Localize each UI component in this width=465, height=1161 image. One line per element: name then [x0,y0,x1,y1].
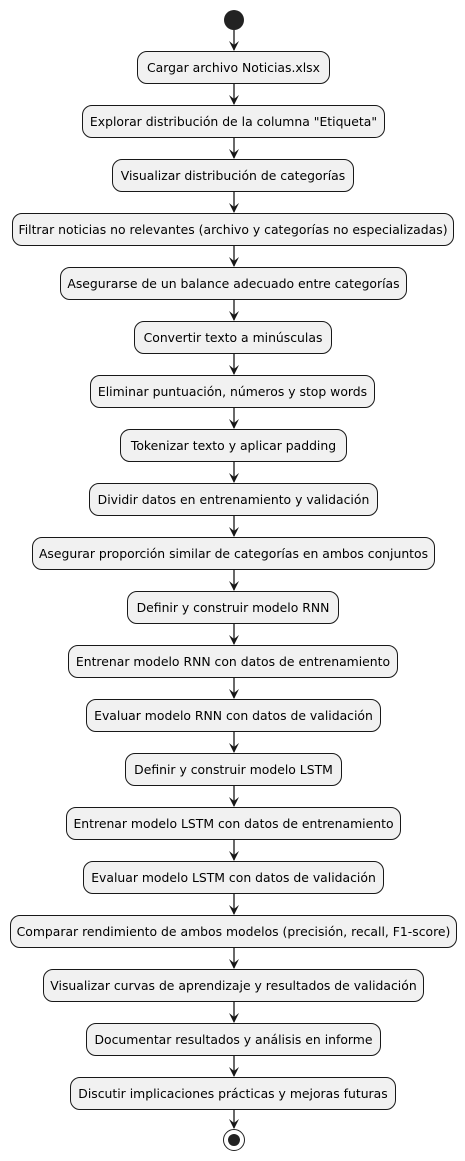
activity-step-14: Definir y construir modelo LSTM [125,753,342,786]
arrowhead-18 [229,1013,239,1023]
activity-step-label: Discutir implicaciones prácticas y mejor… [78,1086,388,1101]
activity-step-label: Convertir texto a minúsculas [143,330,323,345]
activity-step-label: Entrenar modelo LSTM con datos de entren… [73,816,394,831]
activity-step-16: Evaluar modelo LSTM con datos de validac… [83,861,384,894]
activity-step-20: Discutir implicaciones prácticas y mejor… [70,1077,396,1110]
activity-step-11: Definir y construir modelo RNN [127,591,339,624]
stop-node-inner [227,1133,240,1146]
arrowhead-20 [229,1119,239,1129]
activity-step-label: Filtrar noticias no relevantes (archivo … [18,222,448,237]
activity-step-label: Cargar archivo Noticias.xlsx [147,60,320,75]
activity-step-label: Definir y construir modelo LSTM [134,762,333,777]
arrowhead-16 [229,905,239,915]
arrowhead-1 [229,95,239,105]
arrowhead-12 [229,689,239,699]
activity-step-10: Asegurar proporción similar de categoría… [32,537,435,570]
activity-step-label: Definir y construir modelo RNN [136,600,330,615]
activity-step-3: Visualizar distribución de categorías [112,159,354,192]
activity-step-1: Cargar archivo Noticias.xlsx [137,51,330,84]
arrowhead-11 [229,635,239,645]
arrowhead-5 [229,311,239,321]
arrowhead-8 [229,473,239,483]
activity-step-label: Explorar distribución de la columna "Eti… [89,114,378,129]
activity-step-label: Entrenar modelo RNN con datos de entrena… [75,654,391,669]
arrowhead-14 [229,797,239,807]
activity-step-label: Asegurar proporción similar de categoría… [38,546,429,561]
activity-step-label: Dividir datos en entrenamiento y validac… [97,492,370,507]
activity-step-label: Eliminar puntuación, números y stop word… [97,384,368,399]
arrowhead-0 [229,41,239,51]
activity-step-2: Explorar distribución de la columna "Eti… [82,105,385,138]
activity-step-4: Filtrar noticias no relevantes (archivo … [12,213,454,246]
activity-step-label: Visualizar distribución de categorías [120,168,346,183]
activity-step-15: Entrenar modelo LSTM con datos de entren… [66,807,401,840]
arrowhead-3 [229,203,239,213]
activity-step-label: Evaluar modelo RNN con datos de validaci… [94,708,373,723]
activity-step-label: Documentar resultados y análisis en info… [94,1032,373,1047]
activity-step-17: Comparar rendimiento de ambos modelos (p… [10,915,457,948]
arrowhead-19 [229,1067,239,1077]
start-node [224,10,244,30]
activity-step-label: Evaluar modelo LSTM con datos de validac… [91,870,376,885]
arrowhead-9 [229,527,239,537]
activity-step-5: Asegurarse de un balance adecuado entre … [60,267,407,300]
activity-step-label: Asegurarse de un balance adecuado entre … [67,276,400,291]
activity-step-label: Visualizar curvas de aprendizaje y resul… [50,978,417,993]
arrowhead-4 [229,257,239,267]
activity-step-19: Documentar resultados y análisis en info… [86,1023,381,1056]
activity-step-label: Comparar rendimiento de ambos modelos (p… [16,924,451,939]
arrowhead-6 [229,365,239,375]
stop-node [223,1129,245,1151]
arrowhead-7 [229,419,239,429]
activity-step-13: Evaluar modelo RNN con datos de validaci… [86,699,381,732]
activity-step-8: Tokenizar texto y aplicar padding [120,429,347,462]
activity-step-7: Eliminar puntuación, números y stop word… [90,375,375,408]
activity-step-6: Convertir texto a minúsculas [134,321,332,354]
arrowhead-17 [229,959,239,969]
activity-step-18: Visualizar curvas de aprendizaje y resul… [43,969,424,1002]
arrowhead-10 [229,581,239,591]
arrowhead-13 [229,743,239,753]
activity-step-12: Entrenar modelo RNN con datos de entrena… [68,645,398,678]
arrowhead-2 [229,149,239,159]
arrowhead-15 [229,851,239,861]
activity-step-9: Dividir datos en entrenamiento y validac… [89,483,378,516]
activity-step-label: Tokenizar texto y aplicar padding [130,438,337,453]
